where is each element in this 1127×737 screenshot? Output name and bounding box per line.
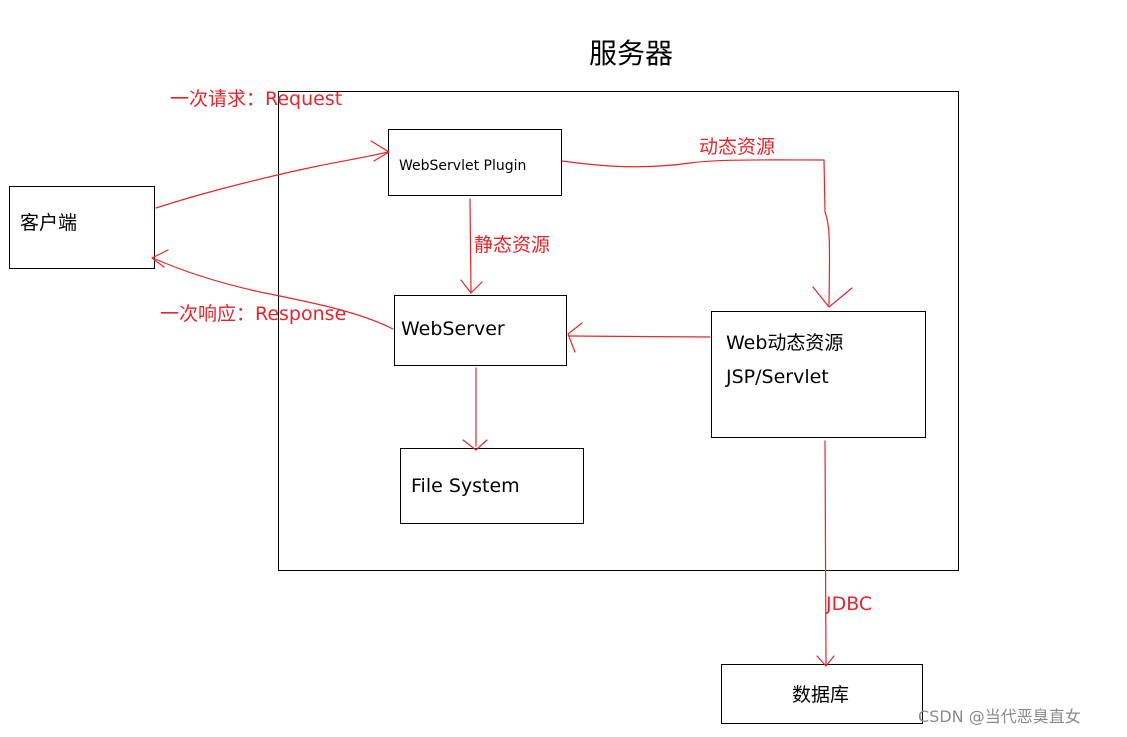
filesystem-node: File System xyxy=(400,448,584,524)
dynamic-resource-label: 动态资源 xyxy=(699,136,776,158)
client-node: 客户端 xyxy=(9,186,155,269)
server-title: 服务器 xyxy=(589,37,674,70)
dynamic-node: Web动态资源 JSP/Servlet xyxy=(711,311,926,438)
plugin-label: WebServlet Plugin xyxy=(399,158,527,174)
static-resource-label: 静态资源 xyxy=(474,234,551,256)
filesystem-label: File System xyxy=(411,475,520,497)
database-node: 数据库 xyxy=(721,664,923,724)
jdbc-label: JDBC xyxy=(826,593,873,615)
request-label: 一次请求：Request xyxy=(170,88,343,110)
dynamic-label-line2: JSP/Servlet xyxy=(726,366,829,388)
response-label: 一次响应：Response xyxy=(160,303,347,325)
plugin-node: WebServlet Plugin xyxy=(388,129,562,196)
dynamic-label-line1: Web动态资源 xyxy=(726,332,844,354)
webserver-label: WebServer xyxy=(401,318,505,340)
database-label: 数据库 xyxy=(792,684,850,706)
watermark-text: CSDN @当代恶臭直女 xyxy=(918,707,1081,726)
client-label: 客户端 xyxy=(20,212,78,234)
webserver-node: WebServer xyxy=(394,295,567,366)
